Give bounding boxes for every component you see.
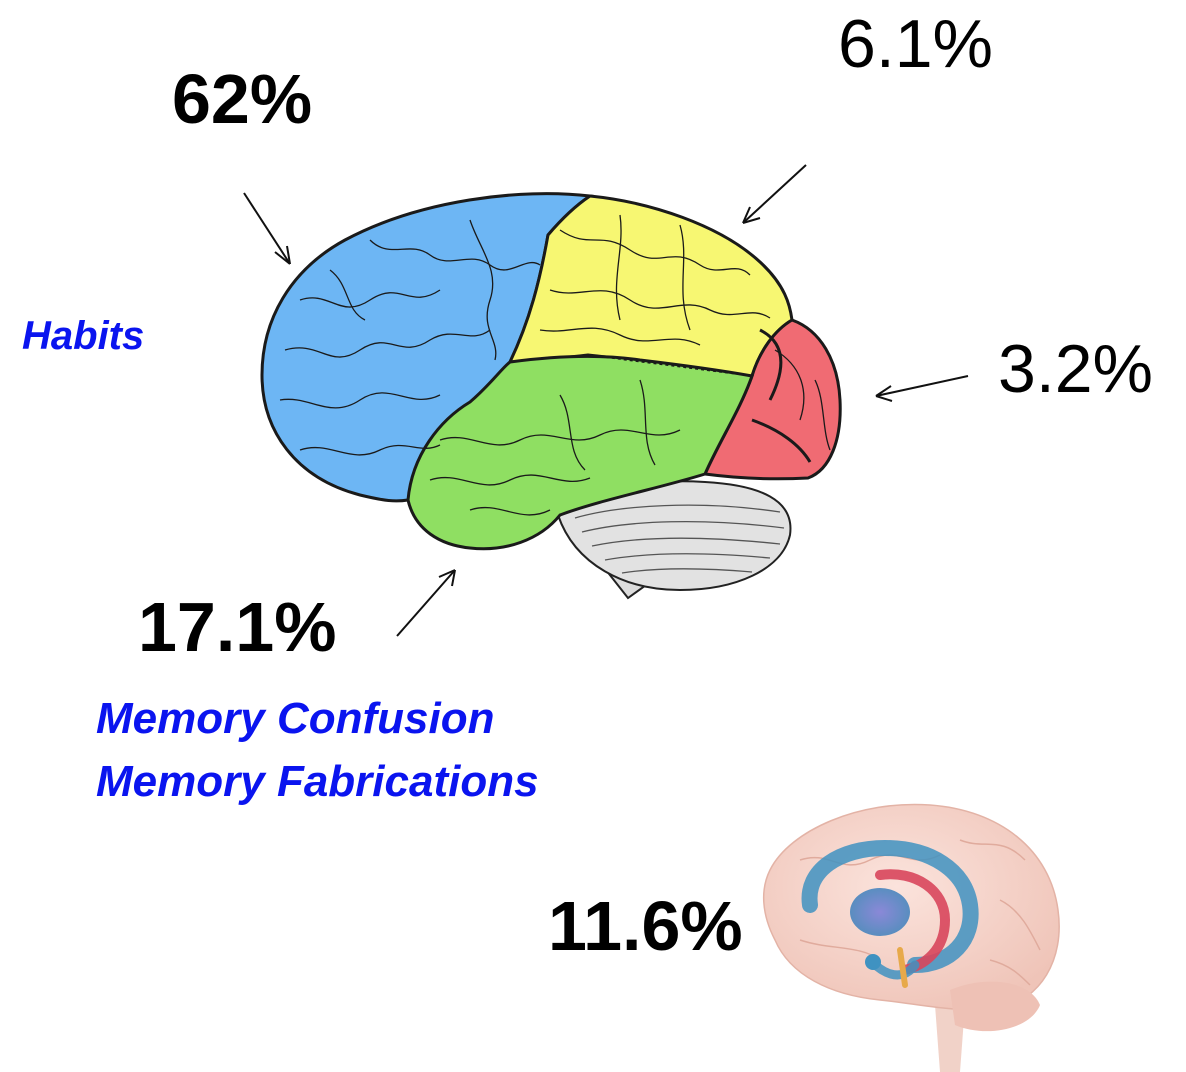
memory-fabrications-note: Memory Fabrications — [96, 757, 539, 806]
subcortical-percentage: 11.6% — [548, 887, 743, 965]
occipital-percentage: 3.2% — [998, 331, 1153, 407]
frontal-arrow — [243, 192, 291, 265]
occipital-arrow — [875, 375, 969, 402]
habits-note: Habits — [22, 314, 145, 358]
temporal-percentage: 17.1% — [138, 588, 337, 666]
parietal-percentage: 6.1% — [838, 6, 993, 82]
parietal-arrow — [742, 164, 807, 224]
temporal-lobe — [406, 354, 755, 551]
memory-confusion-note: Memory Confusion — [96, 694, 495, 743]
temporal-arrow — [396, 569, 456, 637]
frontal-percentage: 62% — [172, 60, 313, 138]
